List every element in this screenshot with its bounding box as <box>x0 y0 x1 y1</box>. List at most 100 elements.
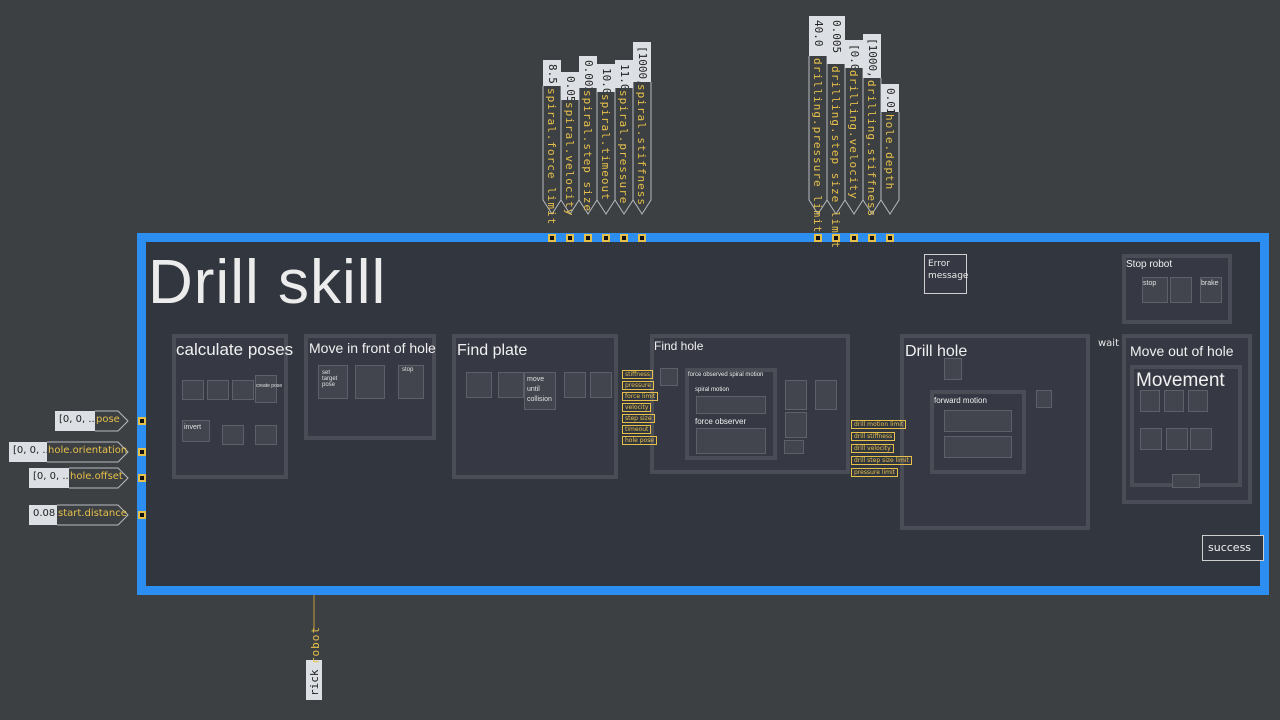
drill-input-label: drill stiffness <box>851 432 896 441</box>
top-param-value[interactable]: 0.05 <box>561 72 579 100</box>
node-invert[interactable] <box>182 420 210 442</box>
group-movement[interactable] <box>1130 365 1242 487</box>
top-param-value[interactable]: 11.0 <box>615 60 633 88</box>
left-param-port[interactable] <box>138 511 146 519</box>
top-param-value[interactable]: 8.5 <box>543 60 561 86</box>
top-param-port[interactable] <box>548 234 556 242</box>
left-param-label: hole.offset <box>70 471 123 482</box>
top-param-label: spiral.timeout <box>599 94 612 201</box>
group-forward-motion[interactable] <box>930 390 1026 474</box>
node-drill-2[interactable] <box>944 410 1012 432</box>
success-output[interactable]: success <box>1202 535 1264 561</box>
top-param-value[interactable]: 0.005 <box>827 16 845 64</box>
left-param-value[interactable]: 0.08 <box>29 505 57 525</box>
node-move-out-6[interactable] <box>1190 428 1212 450</box>
error-message-node[interactable]: Error message <box>924 254 968 294</box>
node-plate-1[interactable] <box>466 372 492 398</box>
group-stop-robot-title: Stop robot <box>1126 259 1173 270</box>
node-move-lin[interactable] <box>355 365 385 399</box>
node-hole-4[interactable] <box>815 380 837 410</box>
node-calc-2[interactable] <box>207 380 229 400</box>
group-calculate-poses[interactable] <box>172 334 288 479</box>
top-param-value[interactable]: [1000,... <box>863 34 881 78</box>
node-plate-3[interactable] <box>564 372 586 398</box>
left-param-port[interactable] <box>138 474 146 482</box>
group-move-in-front-title: Move in front of hole <box>309 340 436 356</box>
top-param-value[interactable]: 40.0 <box>809 16 827 56</box>
top-param-port[interactable] <box>886 234 894 242</box>
node-stop-robot-3[interactable] <box>1200 277 1222 303</box>
group-forward-motion-title: forward motion <box>934 396 987 405</box>
top-param-port[interactable] <box>832 234 840 242</box>
top-param-value[interactable]: 0.002 <box>579 56 597 88</box>
node-move-out-2[interactable] <box>1164 390 1184 412</box>
drill-input-label: drill velocity <box>851 444 894 453</box>
left-param-value[interactable]: [0, 0, ... <box>9 442 47 462</box>
top-param-port[interactable] <box>620 234 628 242</box>
node-drill-1[interactable] <box>944 358 962 380</box>
node-stop-1[interactable] <box>398 365 424 399</box>
top-param-value[interactable]: [0.08,... <box>845 40 863 68</box>
left-param-port[interactable] <box>138 417 146 425</box>
top-param-port[interactable] <box>850 234 858 242</box>
node-calc-3[interactable] <box>232 380 254 400</box>
node-create-pose[interactable] <box>255 375 277 403</box>
node-plate-4[interactable] <box>590 372 612 398</box>
drill-input-label: drill step size limit <box>851 456 912 465</box>
node-plate-2[interactable] <box>498 372 524 398</box>
stop-robot-stop-label: stop <box>1143 280 1157 287</box>
left-param-port[interactable] <box>138 448 146 456</box>
group-movement-title: Movement <box>1136 370 1225 391</box>
left-param-outline <box>57 504 129 526</box>
node-drill-3[interactable] <box>944 436 1012 458</box>
robot-param-label: robot <box>309 626 322 665</box>
left-param-outline <box>69 467 129 489</box>
top-param-label: spiral.stiffness <box>635 84 648 206</box>
group-move-out-title: Move out of hole <box>1130 343 1234 359</box>
node-move-out-4[interactable] <box>1140 428 1162 450</box>
wait-node[interactable]: wait <box>1098 338 1120 349</box>
robot-param-value[interactable]: rick <box>306 660 322 700</box>
node-hole-1[interactable] <box>660 368 678 386</box>
node-calc-5[interactable] <box>255 425 277 445</box>
node-stop-2[interactable] <box>784 440 804 454</box>
top-param-outline <box>632 82 652 215</box>
find-hole-input-label: force limit <box>622 392 659 401</box>
top-param-value[interactable]: [1000,... <box>633 42 651 82</box>
node-move-until[interactable] <box>524 372 556 410</box>
left-param-outline <box>95 410 129 432</box>
node-calc-1[interactable] <box>182 380 204 400</box>
group-force-spiral-title: force observed spiral motion <box>688 372 764 378</box>
node-move-out-7[interactable] <box>1172 474 1200 488</box>
top-param-port[interactable] <box>868 234 876 242</box>
node-move-out-1[interactable] <box>1140 390 1160 412</box>
create-pose-label: create pose <box>256 383 283 389</box>
node-set-target[interactable] <box>318 365 348 399</box>
node-drill-4[interactable] <box>1036 390 1052 408</box>
node-spiral-2[interactable] <box>696 428 766 454</box>
node-spiral-1[interactable] <box>696 396 766 414</box>
left-param-value[interactable]: [0, 0, ... <box>55 411 95 431</box>
top-param-value[interactable]: 0.018 <box>881 84 899 112</box>
top-param-port[interactable] <box>584 234 592 242</box>
node-move-out-3[interactable] <box>1188 390 1208 412</box>
move-until-label: move until collision <box>527 376 552 403</box>
node-stop-robot-2[interactable] <box>1170 277 1192 303</box>
top-param-port[interactable] <box>602 234 610 242</box>
top-param-port[interactable] <box>814 234 822 242</box>
node-hole-2[interactable] <box>785 380 807 410</box>
top-param-label: spiral.force limit <box>545 88 558 226</box>
skill-title: Drill skill <box>148 248 387 317</box>
set-target-label: set target pose <box>322 370 338 388</box>
top-param-port[interactable] <box>566 234 574 242</box>
group-spiral-motion-title: spiral motion <box>695 387 730 393</box>
find-hole-input-label: timeout <box>622 425 652 434</box>
left-param-label: hole.orientation <box>48 445 128 456</box>
node-calc-4[interactable] <box>222 425 244 445</box>
top-param-value[interactable]: 10.0 <box>597 64 615 92</box>
node-stop-robot-1[interactable] <box>1142 277 1168 303</box>
left-param-value[interactable]: [0, 0, ... <box>29 468 69 488</box>
node-hole-3[interactable] <box>785 412 807 438</box>
top-param-port[interactable] <box>638 234 646 242</box>
node-move-out-5[interactable] <box>1166 428 1188 450</box>
